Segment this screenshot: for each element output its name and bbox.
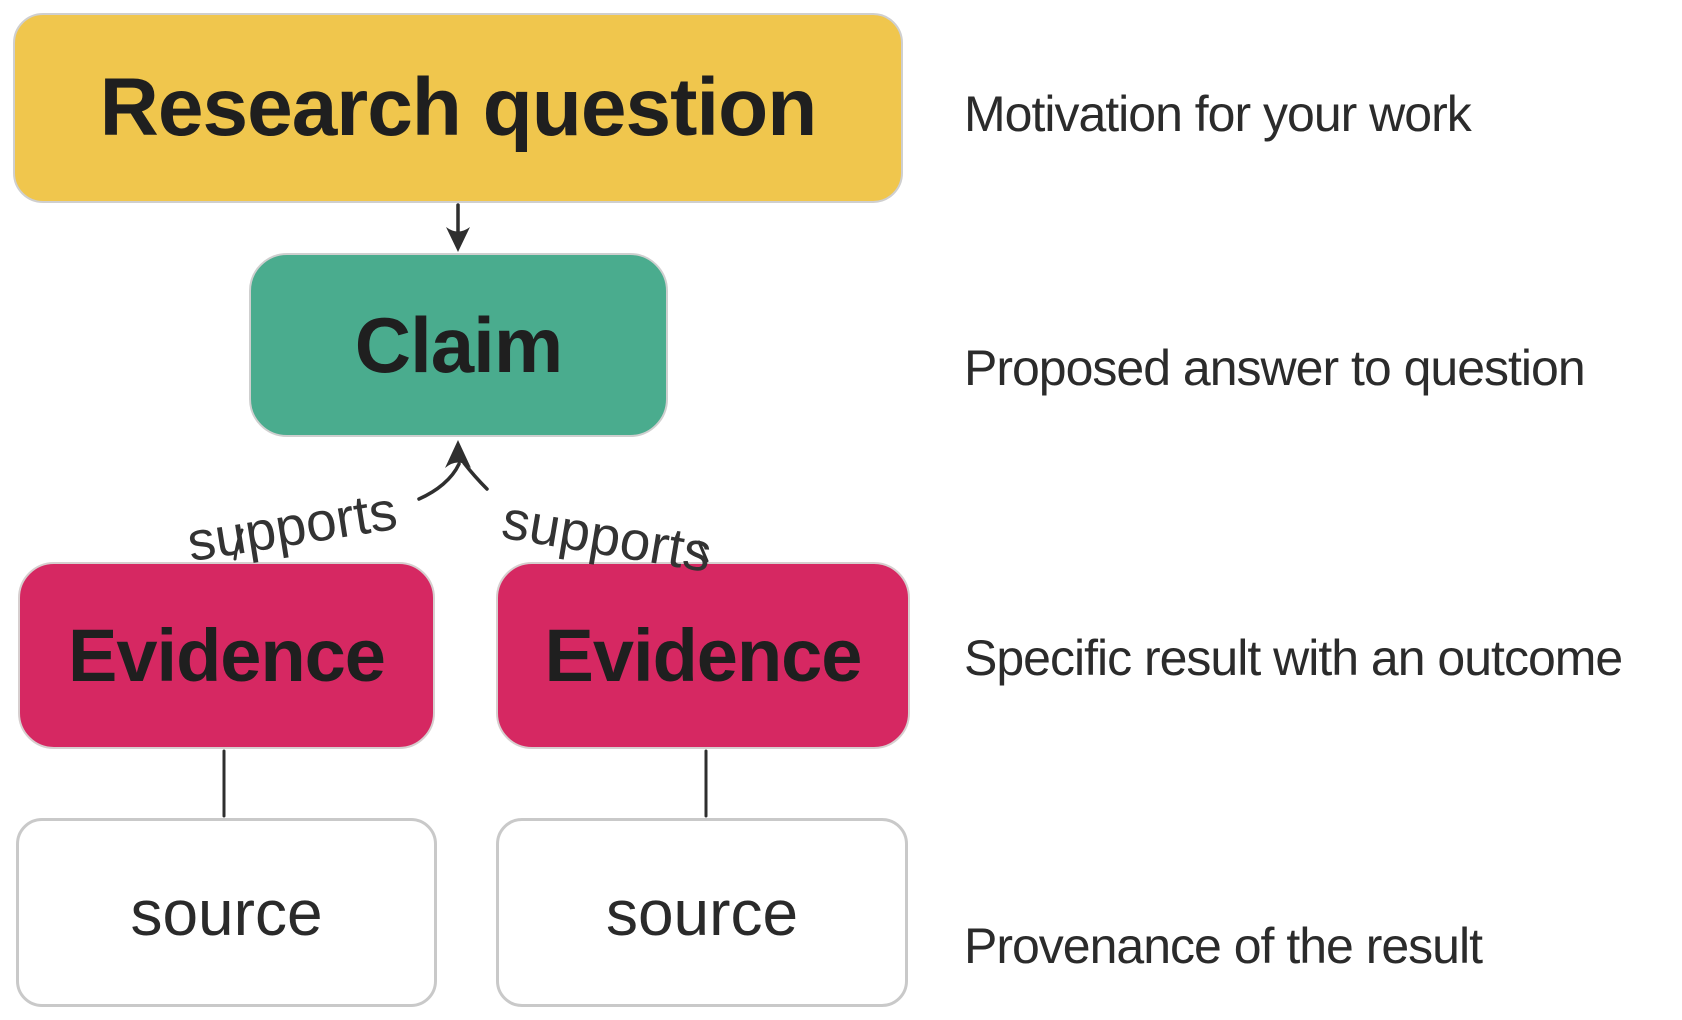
annotation-claim: Proposed answer to question xyxy=(964,340,1586,396)
node-source-left: source xyxy=(16,818,437,1007)
node-claim: Claim xyxy=(249,253,668,437)
node-evidence-left: Evidence xyxy=(18,562,435,749)
annotation-research-question: Motivation for your work xyxy=(964,86,1472,142)
edge-rq-claim-arrowhead xyxy=(446,227,470,252)
edge-evidence-left-claim-curve xyxy=(417,462,461,501)
edge-evidence-right-claim-curve xyxy=(462,461,489,491)
annotation-evidence: Specific result with an outcome xyxy=(964,630,1623,686)
annotation-source: Provenance of the result xyxy=(964,918,1483,974)
edge-supports-arrowhead xyxy=(445,440,471,468)
node-research-question: Research question xyxy=(13,13,903,203)
node-source-right: source xyxy=(496,818,908,1007)
node-evidence-right: Evidence xyxy=(496,562,910,749)
